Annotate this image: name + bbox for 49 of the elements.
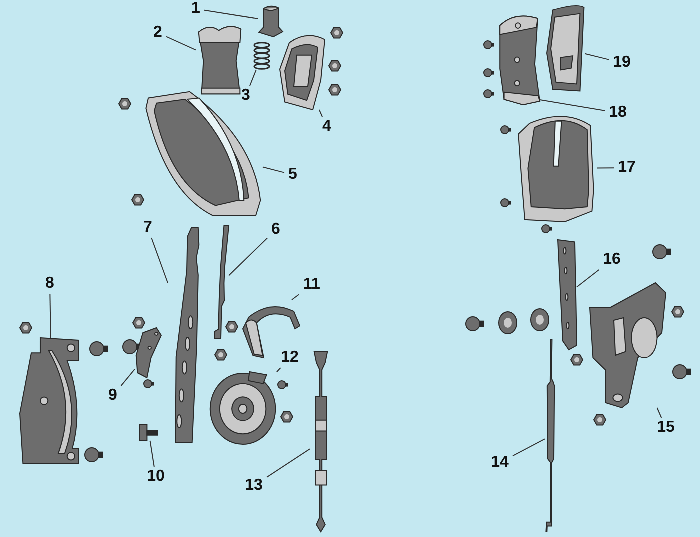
grip-drawing — [196, 25, 244, 97]
leader-line — [656, 408, 662, 418]
callout-number: 11 — [299, 275, 325, 295]
callout-number: 14 — [487, 453, 513, 473]
leader-line — [120, 368, 136, 386]
callout-number: 5 — [284, 165, 302, 185]
callout-number: 15 — [653, 418, 679, 438]
callout-number: 16 — [599, 250, 625, 270]
callout-number: 10 — [143, 467, 169, 487]
leader-line — [266, 448, 310, 478]
leader-line — [584, 53, 610, 60]
callout-number: 7 — [140, 218, 156, 238]
grip-drawing — [498, 15, 540, 105]
leader-line — [166, 36, 196, 51]
callout-number: 8 — [42, 274, 58, 294]
callout-number: 17 — [614, 158, 640, 178]
bar-drawing — [557, 240, 577, 350]
leader-line — [540, 100, 606, 112]
callout-number: 3 — [238, 86, 254, 106]
spring-drawing — [253, 42, 271, 70]
leader-line — [292, 294, 300, 300]
leader-line — [228, 238, 268, 276]
inner-shell-drawing — [545, 5, 585, 93]
plate-drawing — [135, 328, 162, 378]
leader-line — [262, 166, 285, 174]
callout-number: 13 — [241, 476, 267, 496]
callout-number: 9 — [104, 386, 122, 406]
callout-number: 1 — [188, 0, 204, 19]
leader-line — [204, 10, 258, 20]
cable-drawing — [545, 340, 557, 532]
callout-number: 19 — [609, 53, 635, 73]
callout-number: 4 — [318, 117, 336, 137]
drum-drawing — [209, 372, 277, 446]
screw-drawing — [140, 425, 158, 441]
callout-number: 12 — [277, 348, 303, 368]
callout-number: 2 — [150, 23, 166, 43]
leader-line — [276, 368, 282, 373]
callout-number: 6 — [268, 220, 284, 240]
leader-line — [318, 110, 324, 118]
leader-line — [250, 70, 257, 86]
leader-line — [151, 238, 168, 284]
leader-line — [50, 294, 52, 338]
callout-number: 18 — [605, 103, 631, 123]
leader-line — [576, 270, 600, 288]
cap-drawing — [258, 5, 284, 37]
leader-line — [512, 438, 546, 457]
leader-line — [596, 168, 614, 169]
leader-line — [150, 440, 155, 468]
cover-drawing — [517, 115, 597, 222]
